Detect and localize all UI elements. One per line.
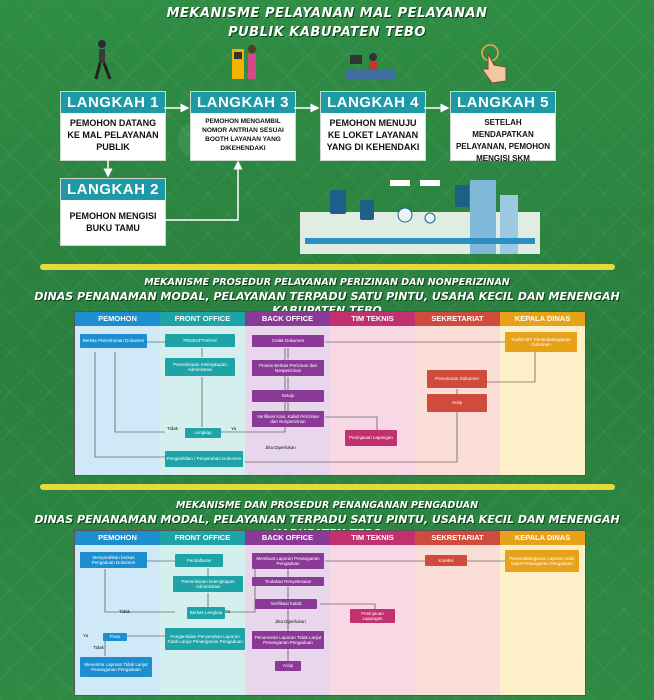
f2-pendaftaran: Pendaftaran bbox=[175, 554, 223, 567]
step-1-title: LANGKAH 1 bbox=[61, 92, 165, 113]
f1-pendaftaran: PENDAFTARAN bbox=[165, 334, 235, 347]
col-head-kepala-dinas: KEPALA DINAS bbox=[500, 531, 585, 545]
lane-tim-teknis bbox=[330, 312, 415, 475]
f1-berkas-permohonan: Berkas Permohonan Dokumen bbox=[80, 334, 147, 348]
col-head-back-office: BACK OFFICE bbox=[245, 312, 330, 326]
f1-pemeriksaan: Pemeriksaan Kelengkapan Administrasi bbox=[165, 358, 235, 376]
step-2-text: PEMOHON MENGISI BUKU TAMU bbox=[69, 211, 157, 233]
f1-arsip: Arsip bbox=[427, 394, 487, 412]
col-head-pemohon: PEMOHON bbox=[75, 312, 160, 326]
title-line-1: MEKANISME PELAYANAN MAL PELAYANAN bbox=[166, 6, 488, 21]
illustration-layer bbox=[94, 40, 507, 84]
flow-2-connectors bbox=[104, 560, 505, 661]
f1-cetak-dokumen: Cetak Dokumen bbox=[252, 335, 324, 347]
f1-lengkap: Lengkap bbox=[185, 428, 221, 438]
f2-label-ya: Ya bbox=[225, 609, 231, 614]
f2-penomoran-laporan: Penomoran Laporan Tidak Lanjut Penangana… bbox=[252, 631, 324, 649]
step-5-title: LANGKAH 5 bbox=[451, 92, 555, 113]
col-head-front-office: FRONT OFFICE bbox=[160, 312, 245, 326]
walking-person-icon bbox=[94, 40, 112, 80]
f1-label-ya: Ya bbox=[231, 426, 237, 431]
f2-menerima-laporan: Menerima Laporan Tidak Lanjut Penanganan… bbox=[80, 657, 152, 677]
col-head-sekretariat: SEKRETARIAT bbox=[415, 531, 500, 545]
col-head-tim-teknis: TIM TEKNIS bbox=[330, 312, 415, 326]
page-title: MEKANISME PELAYANAN MAL PELAYANAN PUBLIK… bbox=[0, 4, 654, 42]
step-2-card: LANGKAH 2 PEMOHON MENGISI BUKU TAMU bbox=[60, 178, 166, 246]
section-1-line-1: MEKANISME PROSEDUR PELAYANAN PERIZINAN D… bbox=[144, 277, 510, 288]
col-head-front-office: FRONT OFFICE bbox=[160, 531, 245, 545]
f2-pengambilan: Pengambilan Penyerahan Laporan Tidak Lan… bbox=[165, 628, 245, 650]
f2-menyerahkan-berkas: Menyerahkan berkas Pengaduan Dokumen bbox=[80, 552, 147, 568]
service-desk-icon bbox=[346, 53, 396, 79]
f2-label-ya-2: Ya bbox=[83, 633, 89, 638]
f2-peninjauan: Peninjauan Lapangan bbox=[350, 609, 395, 623]
step-4-text: PEMOHON MENUJU KE LOKET LAYANAN YANG DI … bbox=[326, 118, 420, 152]
f1-label-jika: Jika Diperlukan bbox=[265, 445, 296, 450]
f2-label-jika: Jika Diperlukan bbox=[275, 619, 306, 624]
queue-kiosk-icon bbox=[232, 45, 256, 79]
f2-berkas-lengkap: Berkas Lengkap bbox=[187, 607, 225, 619]
f2-label-tidak: Tidak bbox=[119, 609, 130, 614]
step-4-card: LANGKAH 4 PEMOHON MENUJU KE LOKET LAYANA… bbox=[320, 91, 426, 161]
f2-pemeriksaan: Pemeriksaan kelengkapan Administrasi bbox=[173, 576, 243, 592]
f1-proses-berkas: Proses Berkas Perizinan dan Nonperizinan bbox=[252, 360, 324, 376]
f2-verifikasi-kabid: Verifikasi Kabid bbox=[255, 599, 317, 609]
f1-setuju: Setuju bbox=[252, 390, 324, 402]
col-head-kepala-dinas: KEPALA DINAS bbox=[500, 312, 585, 326]
step-1-card: LANGKAH 1 PEMOHON DATANG KE MAL PELAYANA… bbox=[60, 91, 166, 161]
step-arrows bbox=[103, 103, 540, 254]
step-5-card: LANGKAH 5 SETELAH MENDAPATKAN PELAYANAN,… bbox=[450, 91, 556, 163]
f2-penandatanganan: Penandatanganan Laporan tidak lanjut Pen… bbox=[505, 550, 579, 572]
step-3-card: LANGKAH 3 PEMOHON MENGAMBIL NOMOR ANTRIA… bbox=[190, 91, 296, 161]
divider-2 bbox=[40, 484, 615, 490]
step-3-text: PEMOHON MENGAMBIL NOMOR ANTRIAN SESUAI B… bbox=[202, 118, 284, 152]
f1-penomoran: Penomoran Dokumen bbox=[427, 370, 487, 388]
touch-hand-icon bbox=[481, 44, 507, 84]
step-2-title: LANGKAH 2 bbox=[61, 179, 165, 200]
f2-koreksi: Koreksi bbox=[425, 555, 467, 566]
f1-peninjauan: Peninjauan Lapangan bbox=[345, 430, 397, 446]
f2-tindakan: Tindakan Penyelesaian bbox=[252, 577, 324, 586]
flowchart-perizinan: PEMOHON FRONT OFFICE BACK OFFICE TIM TEK… bbox=[74, 311, 586, 476]
title-line-2: PUBLIK KABUPATEN TEBO bbox=[228, 25, 426, 40]
col-head-pemohon: PEMOHON bbox=[75, 531, 160, 545]
col-head-tim-teknis: TIM TEKNIS bbox=[330, 531, 415, 545]
f2-membuat-laporan: Membuat Laporan Penanganan Pengaduan bbox=[252, 553, 324, 569]
f1-label-tidak: Tidak bbox=[167, 426, 178, 431]
smart-city-icon bbox=[300, 180, 540, 254]
flowchart-pengaduan: PEMOHON FRONT OFFICE BACK OFFICE TIM TEK… bbox=[74, 530, 586, 696]
step-4-title: LANGKAH 4 bbox=[321, 92, 425, 113]
step-5-text: SETELAH MENDAPATKAN PELAYANAN, PEMOHON M… bbox=[455, 118, 551, 163]
col-head-back-office: BACK OFFICE bbox=[245, 531, 330, 545]
section-2-line-1: MEKANISME DAN PROSEDUR PENANGANAN PENGAD… bbox=[175, 500, 479, 511]
f2-label-tidak-2: Tidak bbox=[93, 645, 104, 650]
col-head-sekretariat: SEKRETARIAT bbox=[415, 312, 500, 326]
step-1-text: PEMOHON DATANG KE MAL PELAYANAN PUBLIK bbox=[67, 118, 159, 152]
flow-1-connectors bbox=[94, 341, 536, 463]
f2-puas: Puas bbox=[103, 633, 127, 641]
f1-pengambilan: Pengambilan / Penyerahan Dokumen bbox=[165, 451, 243, 467]
divider-1 bbox=[40, 264, 615, 270]
f1-verifikasi: Verifikasi Kasi, Kabid Perizinan dan Non… bbox=[252, 411, 324, 427]
f1-kadis-ttd: Kadis/ BPI Penandatanganan Dokumen bbox=[505, 332, 577, 352]
lane-sekretariat bbox=[415, 312, 500, 475]
step-3-title: LANGKAH 3 bbox=[191, 92, 295, 113]
f2-arsip: Arsip bbox=[275, 661, 301, 671]
